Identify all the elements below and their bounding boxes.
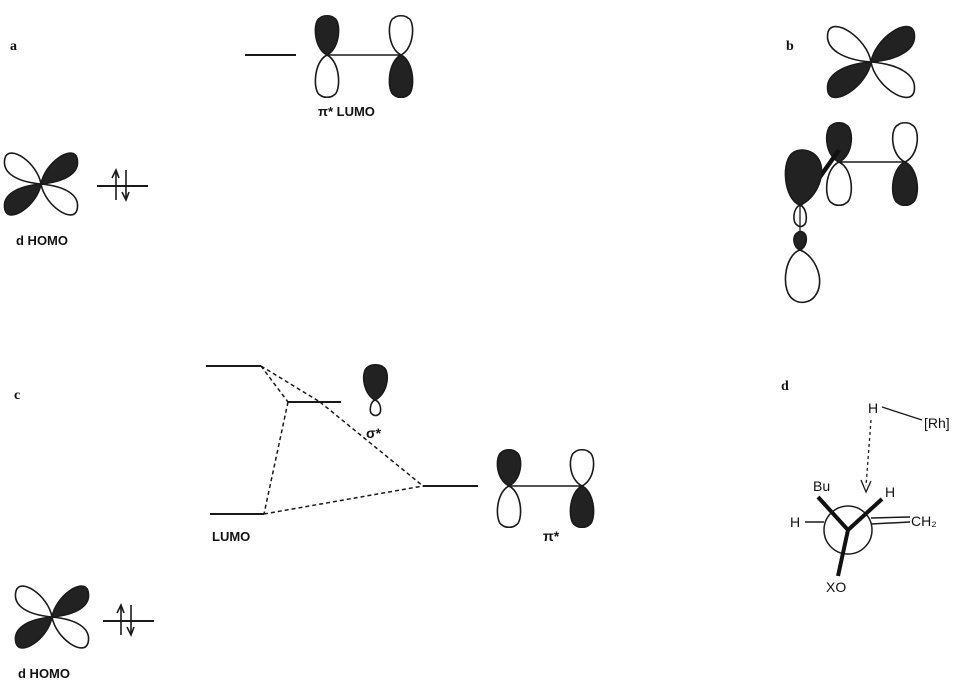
d-lobe-light — [14, 585, 53, 618]
d-lobe-dark — [870, 25, 916, 63]
p-lobe-light — [388, 14, 414, 56]
bu-label: Bu — [813, 478, 830, 494]
p-lobe-dark — [891, 161, 919, 207]
correlation-line — [263, 401, 289, 515]
panel-c: c σ* π* LUMO — [14, 363, 595, 681]
d-lobe-dark — [40, 152, 79, 185]
substituent-lobe-light — [784, 249, 821, 304]
panel-c-homo-level — [103, 603, 154, 637]
panel-b-orbital-overlap — [784, 121, 919, 304]
p-lobe-dark — [825, 121, 853, 163]
sigma-star-lobe-dark — [362, 363, 389, 401]
substituent-lobe-dark — [793, 230, 808, 251]
panel-a-lumo-label: π* LUMO — [318, 104, 375, 119]
panel-c-sigma-label: σ* — [366, 425, 382, 441]
d-lobe-dark — [14, 616, 53, 649]
newman-circle — [823, 505, 873, 555]
panel-c-pi-label: π* — [543, 528, 560, 544]
panel-a-d-orbital — [3, 152, 79, 216]
panel-a: a π* LUMO d HOMO — [3, 14, 414, 248]
rear-h-label: H — [790, 514, 800, 530]
rear-double-bond-1 — [870, 516, 911, 519]
d-lobe-light — [3, 152, 42, 185]
p-lobe-dark — [569, 485, 595, 529]
panel-c-pi-star-orbital — [496, 448, 595, 529]
p-lobe-dark — [314, 14, 340, 56]
spin-down-arrow — [121, 170, 130, 202]
correlation-line — [319, 401, 424, 487]
p-lobe-dark — [388, 54, 414, 99]
xo-label: XO — [826, 579, 846, 595]
sigma-star-lobe-light — [369, 399, 382, 417]
approach-arrow-head — [860, 479, 872, 494]
panel-b-d-orbital — [826, 25, 916, 99]
bond-to-ox — [836, 529, 850, 577]
panel-a-label: a — [10, 39, 17, 54]
panel-c-label: c — [14, 388, 20, 403]
sigma-star-lobe-dark — [784, 149, 823, 206]
approach-arrow-line — [865, 419, 872, 487]
panel-c-d-orbital — [14, 585, 90, 649]
panel-a-homo-level — [97, 168, 148, 202]
d-lobe-light — [40, 183, 79, 216]
spin-down-arrow — [126, 605, 135, 637]
bond-to-bu — [816, 495, 850, 532]
correlation-line — [260, 365, 289, 403]
panel-c-sigma-star-orbital — [362, 363, 389, 417]
front-h-label: H — [885, 484, 895, 500]
p-lobe-dark — [496, 448, 522, 487]
h-rh-bond — [881, 406, 923, 421]
correlation-lines — [260, 365, 424, 515]
panel-a-pi-star-orbital — [314, 14, 414, 99]
rh-hydride-h-label: H — [868, 400, 878, 416]
spin-up-arrow — [111, 168, 120, 200]
d-lobe-dark — [826, 61, 872, 99]
d-lobe-dark — [3, 183, 42, 216]
d-lobe-light — [826, 25, 872, 63]
spin-up-arrow — [116, 603, 125, 635]
p-lobe-light — [825, 161, 853, 207]
panel-a-homo-label: d HOMO — [16, 233, 68, 248]
p-lobe-light — [496, 485, 522, 529]
correlation-line — [260, 365, 321, 403]
rh-label: [Rh] — [924, 415, 950, 431]
p-lobe-light — [569, 448, 595, 487]
d-lobe-light — [870, 61, 916, 99]
panel-c-lumo-label: LUMO — [212, 529, 250, 544]
panel-b: b — [784, 25, 919, 304]
p-lobe-light — [314, 54, 340, 99]
rear-double-bond-2 — [870, 521, 911, 525]
d-lobe-dark — [51, 585, 90, 618]
panel-b-label: b — [786, 39, 794, 54]
p-lobe-light — [891, 121, 919, 163]
d-lobe-light — [51, 616, 90, 649]
panel-c-homo-label: d HOMO — [18, 666, 70, 681]
panel-d: d H [Rh] Bu H H CH₂ XO — [781, 379, 950, 595]
bond-to-h — [846, 497, 884, 532]
correlation-line — [263, 485, 424, 515]
panel-d-label: d — [781, 379, 789, 394]
ch2-label: CH₂ — [911, 513, 937, 529]
